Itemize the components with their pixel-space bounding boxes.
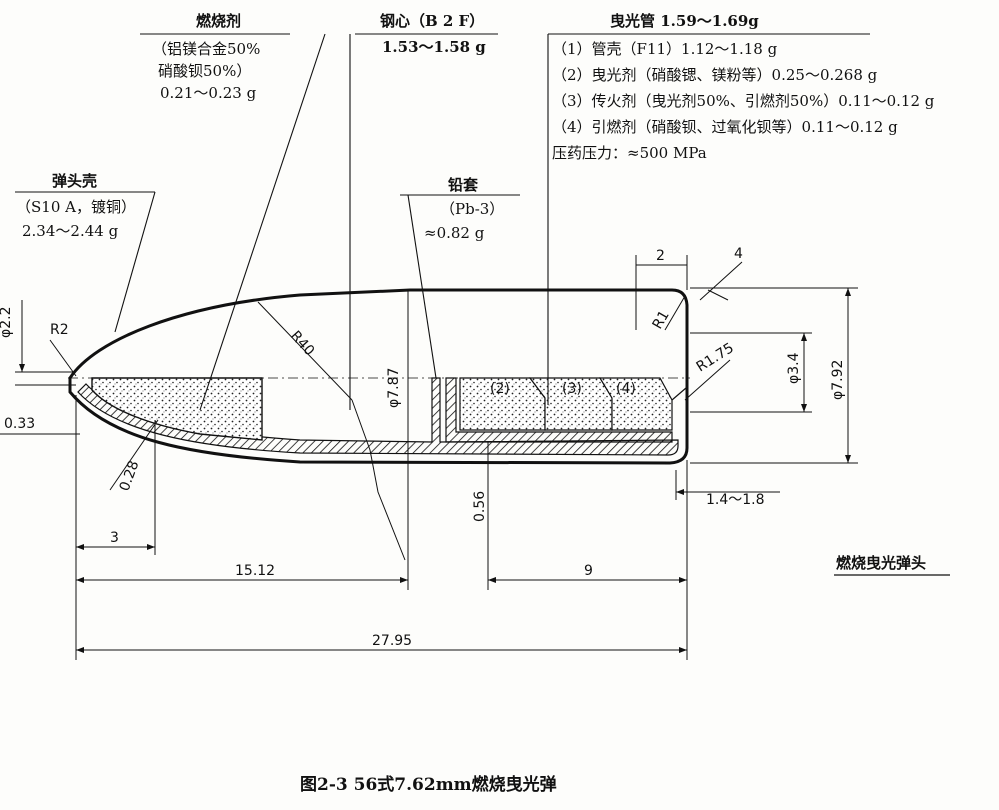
bullet-body <box>68 288 690 465</box>
incendiary-line1: （铝镁合金50% <box>152 40 260 58</box>
dim-r40: R40 <box>287 328 317 359</box>
lead-sleeve-line2: ≈0.82 g <box>424 224 485 242</box>
tracer-item-1: （1）管壳（F11）1.12～1.18 g <box>552 40 778 58</box>
jacket-line1: （S10 A，镀铜） <box>16 198 136 216</box>
right-title: 燃烧曳光弹头 <box>836 554 926 572</box>
dim-phi-2-2: φ2.2 <box>0 307 14 339</box>
dim-phi-7-92: φ7.92 <box>830 360 846 400</box>
dim-r2: R2 <box>50 322 69 338</box>
arrow-heads <box>19 288 851 653</box>
steel-core-mass: 1.53～1.58 g <box>382 38 486 56</box>
lead-sleeve-line1: （Pb-3） <box>440 200 504 218</box>
dim-0-33: 0.33 <box>4 416 35 432</box>
figure-caption: 图2-3 56式7.62mm燃烧曳光弹 <box>300 774 557 795</box>
dimension-lines <box>0 255 858 660</box>
dim-2: 2 <box>656 248 665 264</box>
dim-r1: R1 <box>650 308 673 332</box>
dim-phi-3-4: φ3.4 <box>786 352 802 384</box>
dim-0-56: 0.56 <box>472 491 488 522</box>
tracer-pressure: 压药压力：≈500 MPa <box>552 144 707 162</box>
cell-label-3: (3) <box>562 381 582 397</box>
incendiary-line3: 0.21～0.23 g <box>160 84 257 102</box>
igniter-charge-4 <box>598 377 673 431</box>
steel-core-title: 钢心（B 2 F） <box>380 12 484 30</box>
tracer-item-4: （4）引燃剂（硝酸钡、过氧化钡等）0.11～0.12 g <box>552 118 898 136</box>
cell-label-2: (2) <box>490 381 510 397</box>
dim-1-4-1-8: 1.4～1.8 <box>706 492 765 508</box>
tracer-item-3: （3）传火剂（曳光剂50%、引燃剂50%）0.11～0.12 g <box>552 92 935 110</box>
dim-27-95: 27.95 <box>372 633 412 649</box>
dim-15-12: 15.12 <box>235 563 275 579</box>
dim-r1-75: R1.75 <box>694 340 737 375</box>
incendiary-line2: 硝酸钡50%） <box>158 62 251 80</box>
tracer-tube-title: 曳光管 1.59～1.69g <box>610 12 759 30</box>
jacket-line2: 2.34～2.44 g <box>22 222 119 240</box>
cell-label-4: (4) <box>616 381 636 397</box>
jacket-title: 弹头壳 <box>52 172 97 190</box>
tracer-tube-wall <box>445 377 673 443</box>
incendiary-title: 燃烧剂 <box>196 12 241 30</box>
lead-sleeve-title: 铅套 <box>448 176 479 194</box>
base-notch <box>671 387 687 401</box>
jacket-outline <box>68 288 689 465</box>
dim-3: 3 <box>110 530 119 546</box>
dim-9: 9 <box>584 563 593 579</box>
tracer-item-2: （2）曳光剂（硝酸锶、镁粉等）0.25～0.268 g <box>552 66 878 84</box>
dim-4: 4 <box>734 246 743 262</box>
dim-phi-7-87: φ7.87 <box>386 368 402 408</box>
incendiary-filling <box>91 377 263 441</box>
dim-0-28: 0.28 <box>117 459 143 494</box>
leader-lines <box>15 33 870 411</box>
